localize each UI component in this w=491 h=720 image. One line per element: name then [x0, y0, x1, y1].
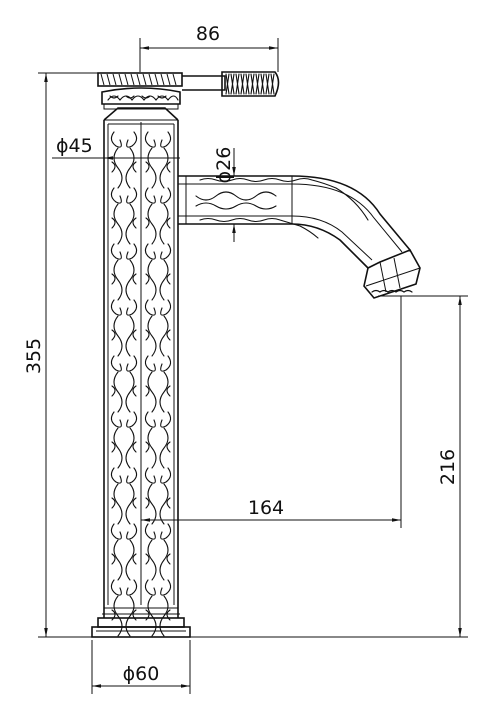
ornament-scroll: [147, 427, 169, 469]
ornament-scroll: [111, 609, 137, 621]
spout: [178, 175, 421, 299]
handle-knurl: [240, 73, 245, 95]
ornament-scroll: [145, 441, 171, 453]
ornament-scroll: [113, 259, 135, 301]
ornament-scroll: [113, 539, 135, 581]
ornament-scroll: [144, 411, 172, 428]
ornament-scroll: [110, 187, 138, 204]
faucet-illustration: [91, 71, 421, 638]
dimension-label-164: 164: [248, 497, 284, 519]
ornament-scroll: [113, 595, 135, 637]
ornament-scroll: [147, 203, 169, 245]
ornament-scroll: [111, 497, 137, 509]
handle-knurl: [235, 73, 240, 95]
ornament-scroll: [144, 299, 172, 316]
handle-knurl: [230, 73, 235, 95]
dimension-spout-reach: 164: [141, 296, 402, 528]
ornament-scroll: [110, 411, 138, 428]
dimension-body-diameter: ϕ45: [52, 135, 180, 160]
ornament-scroll: [144, 523, 172, 540]
ornament-scroll: [145, 553, 171, 565]
ornament-scroll: [113, 315, 135, 357]
cap-rib: [136, 73, 141, 86]
ornament-scroll: [110, 131, 138, 148]
dimension-spout-height: 216: [190, 295, 468, 638]
dimension-handle-length: 86: [139, 23, 279, 72]
ornament-scroll: [110, 355, 138, 372]
ornament-scroll: [110, 523, 138, 540]
ornament-scroll: [144, 187, 172, 204]
ornament-scroll: [144, 579, 172, 596]
ornament-scroll: [113, 483, 135, 525]
ornament-scroll: [111, 329, 137, 341]
ornament-scroll: [145, 161, 171, 173]
ornament-scroll: [111, 385, 137, 397]
ornament-scroll: [147, 259, 169, 301]
dimension-total-height: 355: [23, 72, 98, 638]
cap-rib: [100, 73, 105, 86]
ornament-scroll: [113, 147, 135, 189]
handle-knurl: [250, 73, 255, 95]
ornament-scroll: [147, 483, 169, 525]
ornament-scroll: [145, 385, 171, 397]
ornament-scroll: [145, 273, 171, 285]
handle-knurl: [255, 73, 260, 95]
cap-rib: [130, 73, 135, 86]
handle-knurl: [270, 73, 275, 95]
cap-rib: [142, 73, 147, 86]
cap-rib: [166, 73, 171, 86]
ornament-scroll: [147, 371, 169, 413]
ornament-scroll: [145, 609, 171, 621]
cap-rib: [124, 73, 129, 86]
ornament-scroll: [113, 203, 135, 245]
handle-knurl: [260, 73, 265, 95]
cap-rib: [106, 73, 111, 86]
dimension-label-86: 86: [196, 23, 220, 45]
ornament-scroll: [147, 315, 169, 357]
ornament-scroll: [111, 161, 137, 173]
cap-rib: [154, 73, 159, 86]
dimension-label-d26: ϕ26: [213, 147, 235, 184]
handle-knurl: [225, 73, 230, 95]
dimension-label-355: 355: [23, 338, 45, 374]
ornament-scroll: [111, 441, 137, 453]
ornament-scroll: [145, 329, 171, 341]
ornament-scroll: [144, 243, 172, 260]
dimension-label-d60: ϕ60: [123, 663, 160, 685]
dimension-label-216: 216: [437, 449, 459, 485]
ornament-scroll: [145, 217, 171, 229]
cap-rib: [112, 73, 117, 86]
lever-handle: [182, 71, 280, 97]
faucet-base: [91, 607, 191, 638]
faucet-column: [103, 119, 179, 637]
dimension-label-d45: ϕ45: [56, 135, 93, 157]
ornament-scroll: [113, 371, 135, 413]
ornament-scroll: [147, 539, 169, 581]
cap-rib: [148, 73, 153, 86]
faucet-cap: [97, 72, 183, 121]
ornament-scroll: [111, 553, 137, 565]
cap-rib: [160, 73, 165, 86]
ornament-scroll: [147, 595, 169, 637]
ornament-scroll: [145, 497, 171, 509]
ornament-scroll: [144, 467, 172, 484]
ornament-scroll: [113, 427, 135, 469]
ornament-scroll: [110, 579, 138, 596]
ornament-scroll: [110, 243, 138, 260]
cap-rib: [118, 73, 123, 86]
ornament-scroll: [110, 299, 138, 316]
ornament-scroll: [110, 467, 138, 484]
dimension-spout-diameter: ϕ26: [213, 147, 236, 242]
handle-knurl: [245, 73, 250, 95]
handle-knurl: [265, 73, 270, 95]
ornament-scroll: [144, 131, 172, 148]
cap-rib: [172, 73, 177, 86]
ornament-scroll: [147, 147, 169, 189]
ornament-scroll: [111, 273, 137, 285]
ornament-scroll: [144, 355, 172, 372]
dimension-base-diameter: ϕ60: [91, 640, 191, 694]
ornament-scroll: [111, 217, 137, 229]
